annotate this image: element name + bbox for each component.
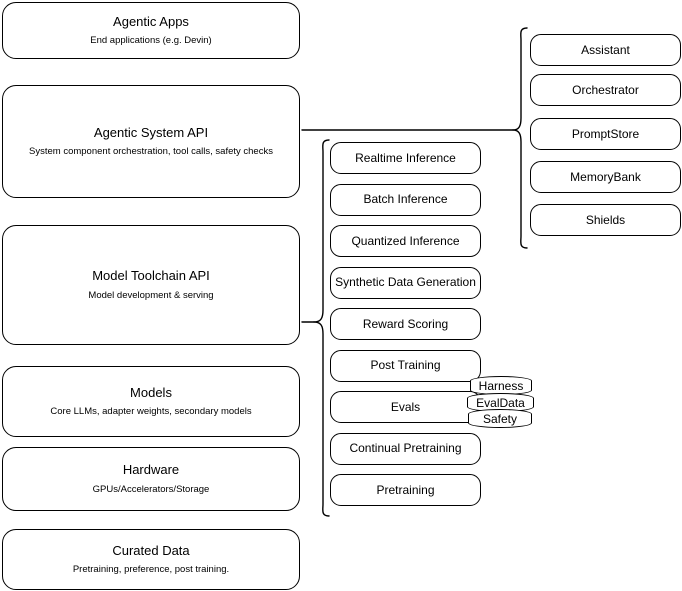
layer-title: Hardware xyxy=(122,462,180,478)
component-label: Orchestrator xyxy=(572,82,639,97)
component-assistant[interactable]: Assistant xyxy=(530,34,681,66)
evals-subitem-safety[interactable]: Safety xyxy=(468,409,532,428)
layer-curated-data[interactable]: Curated Data Pretraining, preference, po… xyxy=(2,529,300,590)
layer-models[interactable]: Models Core LLMs, adapter weights, secon… xyxy=(2,366,300,437)
capability-evals[interactable]: Evals xyxy=(330,391,481,423)
layer-title: Agentic Apps xyxy=(113,13,189,29)
component-label: MemoryBank xyxy=(570,169,641,184)
component-label: Shields xyxy=(585,212,626,227)
system-api-brace xyxy=(512,27,528,249)
capability-pretraining[interactable]: Pretraining xyxy=(330,474,481,506)
capability-label: Synthetic Data Generation xyxy=(335,275,476,289)
evals-subitem-label: Harness xyxy=(478,378,524,393)
component-promptstore[interactable]: PromptStore xyxy=(530,118,681,150)
layer-hardware[interactable]: Hardware GPUs/Accelerators/Storage xyxy=(2,447,300,511)
layer-title: Curated Data xyxy=(112,542,190,558)
layer-subtitle: System component orchestration, tool cal… xyxy=(29,146,273,158)
layer-agentic-apps[interactable]: Agentic Apps End applications (e.g. Devi… xyxy=(2,2,300,59)
evals-subitem-label: EvalData xyxy=(476,395,525,410)
capability-label: Realtime Inference xyxy=(355,150,456,165)
layer-title: Agentic System API xyxy=(93,124,209,140)
toolchain-connector-group xyxy=(301,139,330,517)
capability-label: Post Training xyxy=(370,358,441,372)
component-memorybank[interactable]: MemoryBank xyxy=(530,161,681,193)
capability-synthetic-data-generation[interactable]: Synthetic Data Generation xyxy=(330,266,481,299)
layer-subtitle: End applications (e.g. Devin) xyxy=(90,35,212,47)
capability-label: Continual Pretraining xyxy=(349,441,462,455)
capability-realtime-inference[interactable]: Realtime Inference xyxy=(330,142,481,174)
layer-title: Model Toolchain API xyxy=(92,268,210,284)
layer-subtitle: GPUs/Accelerators/Storage xyxy=(92,483,210,495)
capability-label: Evals xyxy=(390,399,421,414)
evals-subitem-label: Safety xyxy=(482,411,518,426)
component-shields[interactable]: Shields xyxy=(530,204,681,236)
capability-continual-pretraining[interactable]: Continual Pretraining xyxy=(330,432,481,465)
layer-agentic-system-api[interactable]: Agentic System API System component orch… xyxy=(2,85,300,198)
capability-quantized-inference[interactable]: Quantized Inference xyxy=(330,225,481,257)
layer-subtitle: Core LLMs, adapter weights, secondary mo… xyxy=(50,406,252,418)
capability-batch-inference[interactable]: Batch Inference xyxy=(330,183,481,216)
toolchain-brace xyxy=(313,139,330,517)
component-label: Assistant xyxy=(581,42,630,57)
capability-label: Batch Inference xyxy=(363,192,448,206)
component-orchestrator[interactable]: Orchestrator xyxy=(530,74,681,106)
capability-post-training[interactable]: Post Training xyxy=(330,349,481,382)
layer-title: Models xyxy=(130,384,172,400)
layer-subtitle: Model development & serving xyxy=(88,289,214,301)
layer-model-toolchain-api[interactable]: Model Toolchain API Model development & … xyxy=(2,225,300,345)
capability-label: Reward Scoring xyxy=(362,316,449,331)
component-label: PromptStore xyxy=(571,126,640,141)
capability-reward-scoring[interactable]: Reward Scoring xyxy=(330,308,481,340)
capability-label: Quantized Inference xyxy=(351,233,460,248)
capability-label: Pretraining xyxy=(376,482,435,497)
layer-subtitle: Pretraining, preference, post training. xyxy=(72,564,230,576)
